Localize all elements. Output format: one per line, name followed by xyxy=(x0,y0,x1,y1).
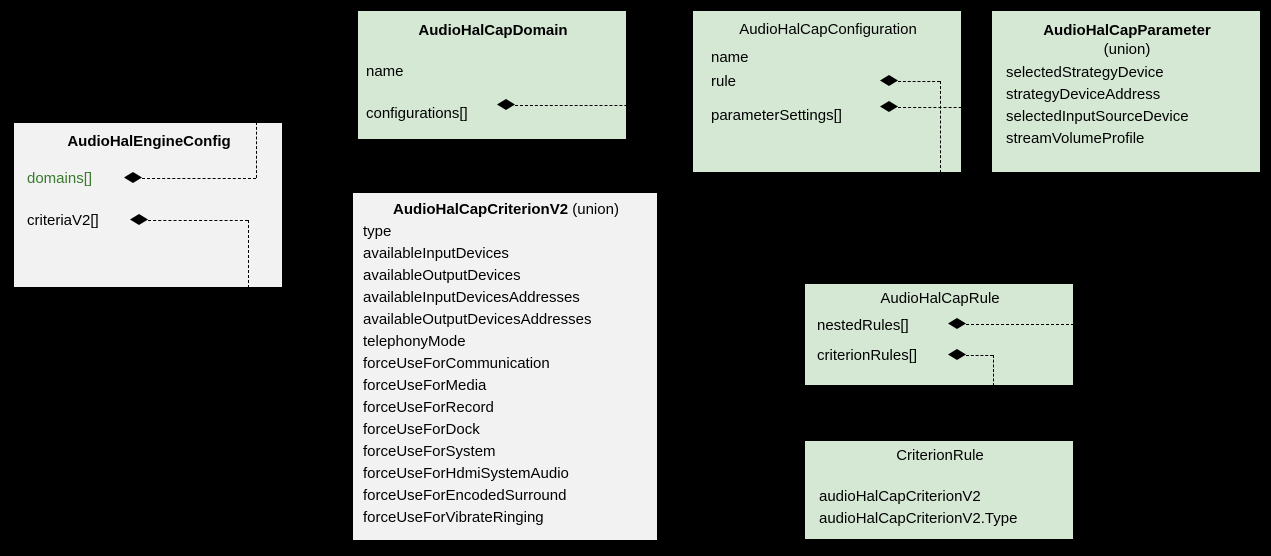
composition-diamond-rule xyxy=(880,75,898,86)
attribute-selected-input-source-device: selectedInputSourceDevice xyxy=(1006,108,1189,125)
attribute-available-input-devices-addresses: availableInputDevicesAddresses xyxy=(363,289,580,306)
composition-diamond-domains xyxy=(124,172,142,183)
class-title-audio-hal-cap-rule: AudioHalCapRule xyxy=(880,290,1000,307)
composition-diamond-criterion-rules xyxy=(948,349,966,360)
attribute-force-use-for-communication: forceUseForCommunication xyxy=(363,355,550,372)
attribute-configurations: configurations[] xyxy=(366,105,468,122)
attribute-force-use-for-media: forceUseForMedia xyxy=(363,377,487,394)
attribute-criterion-rules: criterionRules[] xyxy=(817,347,918,364)
attribute-criteria-v2: criteriaV2[] xyxy=(27,212,99,229)
class-title-criterion-rule: CriterionRule xyxy=(896,447,984,464)
connector-configurations-horizontal xyxy=(515,105,692,106)
attribute-force-use-for-dock: forceUseForDock xyxy=(363,421,480,438)
class-title-audio-hal-cap-configuration: AudioHalCapConfiguration xyxy=(739,21,917,38)
composition-diamond-parameter-settings xyxy=(880,101,898,112)
attribute-available-output-devices: availableOutputDevices xyxy=(363,267,521,284)
attribute-force-use-for-record: forceUseForRecord xyxy=(363,399,494,416)
connector-criterion-rules-vertical xyxy=(993,355,994,386)
connector-criteria-v2-horizontal xyxy=(148,220,248,221)
attribute-selected-strategy-device: selectedStrategyDevice xyxy=(1006,64,1164,81)
attribute-force-use-for-hdmi-system-audio: forceUseForHdmiSystemAudio xyxy=(363,465,569,482)
attribute-force-use-for-system: forceUseForSystem xyxy=(363,443,496,460)
class-title-audio-hal-engine-config: AudioHalEngineConfig xyxy=(67,133,231,150)
attribute-available-output-devices-addresses: availableOutputDevicesAddresses xyxy=(363,311,592,328)
attribute-name-domain: name xyxy=(366,63,404,80)
class-box-audio-hal-cap-domain: AudioHalCapDomain name configurations[] xyxy=(357,10,627,140)
attribute-force-use-for-vibrate-ringing: forceUseForVibrateRinging xyxy=(363,509,544,526)
connector-rule-horizontal xyxy=(898,81,940,82)
attribute-force-use-for-encoded-surround: forceUseForEncodedSurround xyxy=(363,487,567,504)
class-subtitle-audio-hal-cap-parameter: (union) xyxy=(1103,41,1151,58)
attribute-stream-volume-profile: streamVolumeProfile xyxy=(1006,130,1145,147)
connector-nested-rules-horizontal xyxy=(966,324,1074,325)
class-box-audio-hal-engine-config: AudioHalEngineConfig domains[] criteriaV… xyxy=(13,122,283,288)
attribute-type: type xyxy=(363,223,392,240)
composition-diamond-criteria-v2 xyxy=(130,214,148,225)
class-title-audio-hal-cap-parameter: AudioHalCapParameter xyxy=(992,22,1262,40)
attribute-nested-rules: nestedRules[] xyxy=(817,317,909,334)
class-subtitle-audio-hal-cap-criterion-v2: (union) xyxy=(568,201,619,218)
attribute-name-configuration: name xyxy=(711,49,749,66)
connector-domains-horizontal xyxy=(142,178,256,179)
class-box-audio-hal-cap-criterion-v2: AudioHalCapCriterionV2 (union) type avai… xyxy=(352,192,658,541)
connector-parameter-settings-horizontal xyxy=(898,107,992,108)
attribute-telephony-mode: telephonyMode xyxy=(363,333,466,350)
connector-domains-vertical xyxy=(256,122,257,178)
attribute-rule: rule xyxy=(711,73,737,90)
class-box-audio-hal-cap-parameter: AudioHalCapParameter (union) selectedStr… xyxy=(991,10,1261,173)
attribute-parameter-settings: parameterSettings[] xyxy=(711,107,842,124)
class-box-criterion-rule: CriterionRule audioHalCapCriterionV2 aud… xyxy=(804,440,1074,540)
attribute-domains: domains[] xyxy=(27,170,93,187)
class-title-audio-hal-cap-domain: AudioHalCapDomain xyxy=(418,22,568,39)
class-box-audio-hal-cap-configuration: AudioHalCapConfiguration name rule param… xyxy=(692,10,962,173)
attribute-strategy-device-address: strategyDeviceAddress xyxy=(1006,86,1161,103)
composition-diamond-configurations xyxy=(497,99,515,110)
attribute-audio-hal-cap-criterion-v2: audioHalCapCriterionV2 xyxy=(819,488,981,505)
attribute-available-input-devices: availableInputDevices xyxy=(363,245,509,262)
attribute-audio-hal-cap-criterion-v2-type: audioHalCapCriterionV2.Type xyxy=(819,510,1018,527)
class-title-audio-hal-cap-criterion-v2: AudioHalCapCriterionV2 (union) xyxy=(353,201,659,219)
class-title-text: AudioHalCapParameter xyxy=(1043,22,1211,39)
connector-criteria-v2-vertical xyxy=(248,220,249,288)
connector-rule-vertical xyxy=(940,81,941,173)
class-box-audio-hal-cap-rule: AudioHalCapRule nestedRules[] criterionR… xyxy=(804,283,1074,386)
connector-criterion-rules-horizontal xyxy=(966,355,993,356)
composition-diamond-nested-rules xyxy=(948,318,966,329)
class-title-text: AudioHalCapCriterionV2 xyxy=(393,201,569,218)
